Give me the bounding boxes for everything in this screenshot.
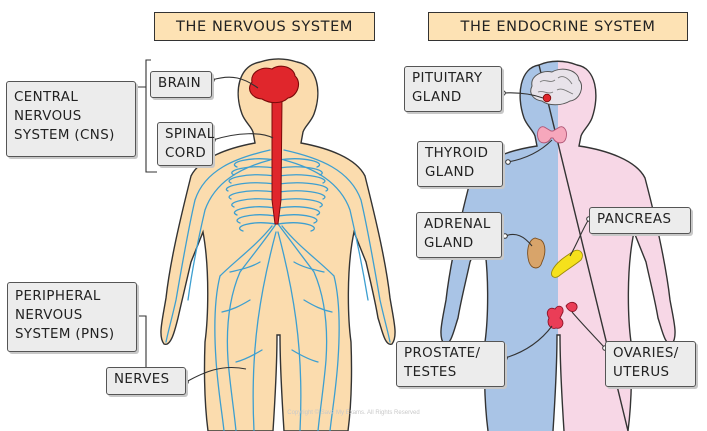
nerve-branch (277, 182, 329, 192)
nerve-branch (235, 349, 319, 363)
nerve-branch (214, 225, 273, 431)
reproductive-organs-shape (546, 301, 578, 329)
label-pituitary-gland: PITUITARY GLAND (404, 66, 502, 112)
label-pns: PERIPHERAL NERVOUS SYSTEM (PNS) (7, 282, 137, 352)
nerve-branch (277, 231, 302, 431)
nerve-network (165, 149, 391, 431)
label-brain: BRAIN (150, 71, 212, 98)
nerve-branch (233, 158, 277, 168)
pituitary-gland-shape (542, 93, 552, 103)
nerve-branch (165, 149, 271, 343)
label-prostate-testes: PROSTATE/ TESTES (396, 341, 505, 387)
nerve-branch (281, 225, 340, 431)
nerve-branch (187, 159, 271, 301)
copyright-watermark: Copyright © Save My Exams. All Rights Re… (287, 410, 420, 416)
nerve-branch (277, 223, 328, 431)
nerve-branch (231, 198, 277, 208)
endocrine-body-outline (440, 60, 676, 431)
brain-folds (537, 76, 574, 95)
nervous-body-silhouette (160, 58, 396, 431)
nerve-branch (277, 198, 323, 208)
nerve-branch (277, 190, 326, 200)
nerve-branch (277, 206, 321, 216)
nerve-branch (231, 166, 277, 176)
label-cns: CENTRAL NERVOUS SYSTEM (CNS) (6, 81, 136, 157)
nerve-branch (283, 159, 369, 301)
nerve-branch (277, 174, 326, 184)
label-connectors (122, 59, 606, 383)
nerve-branch (283, 149, 391, 343)
nerve-branch (277, 166, 323, 176)
label-thyroid-gland: THYROID GLAND (417, 141, 503, 187)
spinal-cord (271, 99, 283, 225)
nerve-branch (277, 214, 318, 224)
endocrine-brain-outline (530, 68, 583, 106)
nerve-branch (252, 231, 277, 431)
nerve-branch (228, 190, 277, 200)
nerve-branch (229, 261, 325, 273)
nerve-branch (233, 206, 277, 216)
thyroid-gland-shape (537, 126, 567, 144)
pancreas-shape (551, 249, 583, 278)
brain-shape (249, 65, 300, 104)
nerve-branch (225, 182, 277, 192)
nerve-branch (236, 214, 277, 224)
title-endocrine-system: THE ENDOCRINE SYSTEM (428, 12, 688, 41)
nerve-branch (226, 223, 277, 431)
label-ovaries-uterus: OVARIES/ UTERUS (605, 341, 696, 387)
nerve-branch (239, 222, 277, 232)
label-pancreas: PANCREAS (589, 207, 691, 234)
title-nervous-system: THE NERVOUS SYSTEM (154, 12, 375, 41)
label-adrenal-gland: ADRENAL GLAND (416, 212, 502, 258)
label-nerves: NERVES (106, 367, 186, 395)
nerve-branch (228, 174, 277, 184)
nerve-branch (277, 222, 315, 232)
nerve-branch (277, 158, 321, 168)
label-spinal-cord: SPINAL CORD (157, 122, 214, 166)
nerve-branch (221, 299, 333, 313)
